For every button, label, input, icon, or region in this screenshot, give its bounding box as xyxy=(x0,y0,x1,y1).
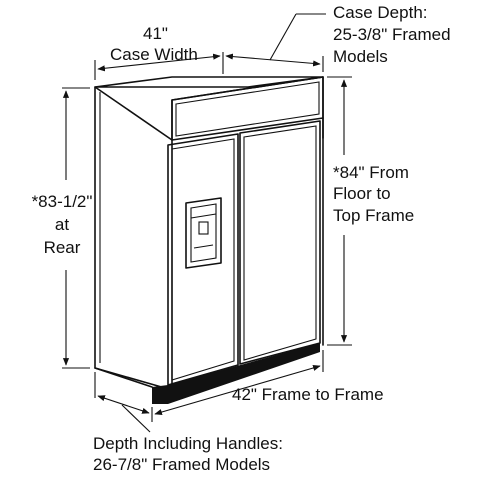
handle-depth-leader xyxy=(121,404,151,433)
frame-width-label: 42" Frame to Frame xyxy=(232,385,384,404)
fresh-food-door xyxy=(239,120,321,365)
rear-height-label-1: *83-1/2" xyxy=(32,192,93,211)
handle-depth-label-1: Depth Including Handles: xyxy=(93,434,283,453)
rear-height-label-3: Rear xyxy=(44,238,81,257)
handle-depth-label-2: 26-7/8" Framed Models xyxy=(93,455,270,474)
dispenser-tray xyxy=(193,244,214,249)
fresh-food-door-inner xyxy=(243,125,317,361)
case-depth-label-2: 25-3/8" Framed xyxy=(333,25,451,44)
case-width-value: 41" xyxy=(143,24,168,43)
frame-width-arrow xyxy=(154,364,321,416)
freezer-door xyxy=(167,133,239,386)
dimension-lines xyxy=(62,13,352,433)
top-frame-label-2: Floor to xyxy=(333,184,391,203)
base-edge xyxy=(94,367,153,388)
top-frame-label-3: Top Frame xyxy=(333,206,414,225)
freezer-door-inner xyxy=(171,138,235,381)
dispenser-lever xyxy=(198,221,209,235)
top-frame-label-1: *84" From xyxy=(333,163,409,182)
dispenser-control-line xyxy=(190,213,217,219)
case-depth-leader xyxy=(269,13,297,61)
case-width-label: Case Width xyxy=(110,45,198,64)
case-side-face xyxy=(94,86,173,391)
case-width-arrow xyxy=(97,53,221,72)
dispenser-inner xyxy=(190,203,217,263)
case-depth-arrow xyxy=(225,53,321,67)
case-depth-label-1: Case Depth: xyxy=(333,3,428,22)
refrigerator-illustration xyxy=(94,76,324,404)
dispenser-outer xyxy=(185,197,222,269)
rear-height-label-2: at xyxy=(55,215,69,234)
top-grille-inner xyxy=(175,81,320,137)
case-depth-label-3: Models xyxy=(333,47,388,66)
dimension-labels: 41" Case Width Case Depth: 25-3/8" Frame… xyxy=(32,3,451,474)
handle-depth-arrow xyxy=(97,395,150,414)
